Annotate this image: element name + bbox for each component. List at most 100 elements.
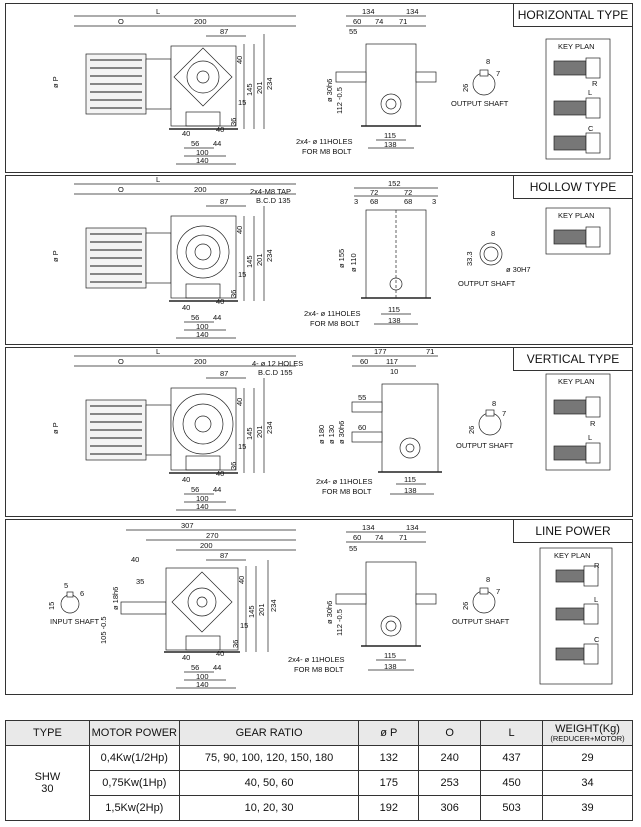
- dim-117: 117: [386, 357, 398, 366]
- dim-shaft: ø 30h6: [325, 79, 334, 102]
- dim-18h6: ø 18h6: [111, 587, 120, 610]
- key-mark-l: L: [588, 433, 592, 442]
- output-shaft-lower: [351, 431, 383, 443]
- gearbox-side: [365, 561, 417, 647]
- dim-112: 112 -0.5: [335, 87, 344, 114]
- dim-307: 307: [181, 521, 194, 530]
- key-8: 8: [492, 399, 496, 408]
- bcd-note: B.C.D 155: [258, 368, 293, 377]
- dim-234: 234: [265, 421, 274, 434]
- vertical-type-panel: VERTICAL TYPE L O 200 87 4- ø 12 HOLES B…: [5, 347, 633, 517]
- horizontal-type-panel: HORIZONTAL TYPE L O 200 87 ø P 40 145 20…: [5, 3, 633, 173]
- header-gear-ratio: GEAR RATIO: [178, 720, 360, 746]
- key-7: 7: [496, 69, 500, 78]
- gearbox-body: [170, 387, 237, 471]
- cell-ratio: 40, 50, 60: [178, 770, 360, 796]
- dim-40a: 40: [235, 56, 244, 64]
- key-plan-icon-l: [553, 442, 601, 464]
- dim-145: 145: [245, 255, 254, 268]
- dim-145: 145: [247, 605, 256, 618]
- output-shaft-right: [415, 593, 437, 605]
- dim-115: 115: [384, 651, 396, 660]
- dim-55: 55: [349, 27, 357, 36]
- dim-l: L: [156, 176, 160, 184]
- dim-71: 71: [426, 348, 434, 356]
- bcd-note: B.C.D 135: [256, 196, 291, 205]
- dim-dia-p: ø P: [51, 422, 60, 434]
- holes-note: 2x4- ø 11HOLES: [288, 655, 345, 664]
- cell-l: 450: [480, 770, 543, 796]
- bolt-note: FOR M8 BOLT: [302, 147, 352, 156]
- dim-68b: 68: [404, 197, 412, 206]
- dim-138: 138: [388, 316, 401, 325]
- dim-140: 140: [196, 680, 209, 689]
- dim-177: 177: [374, 348, 387, 356]
- dim-shaft: ø 30h6: [325, 601, 334, 624]
- dim-44: 44: [213, 485, 221, 494]
- dim-40-right: 40: [216, 649, 224, 658]
- dim-dia-p: ø P: [51, 250, 60, 262]
- dim-200: 200: [200, 541, 213, 550]
- key-plan-icon-r: [553, 396, 601, 418]
- dim-110: ø 110: [349, 253, 358, 272]
- dim-200: 200: [194, 17, 207, 26]
- dim-68a: 68: [370, 197, 378, 206]
- in-key-15: 15: [47, 602, 56, 610]
- key-8: 8: [491, 229, 495, 238]
- dim-3a: 3: [354, 197, 358, 206]
- key-plan-icon-c: [553, 132, 601, 154]
- dim-200: 200: [194, 357, 207, 366]
- dim-b40: 40: [182, 303, 190, 312]
- key-8: 8: [486, 575, 490, 584]
- output-shaft-upper: [351, 401, 383, 413]
- dim-200: 200: [194, 185, 207, 194]
- cell-power: 1,5Kw(2Hp): [88, 795, 180, 821]
- dim-40a: 40: [235, 398, 244, 406]
- output-shaft-left: [335, 593, 367, 605]
- dim-3b: 3: [432, 197, 436, 206]
- output-shaft-label: OUTPUT SHAFT: [456, 441, 514, 450]
- dim-234: 234: [265, 249, 274, 262]
- bolt-note: FOR M8 BOLT: [322, 487, 372, 496]
- dim-60b: 60: [358, 423, 366, 432]
- dim-71: 71: [399, 533, 407, 542]
- dim-74: 74: [375, 17, 383, 26]
- panel-title: HORIZONTAL TYPE: [513, 4, 632, 27]
- key-plan-title: KEY PLAN: [558, 211, 595, 220]
- dim-56: 56: [191, 663, 199, 672]
- key-mark-r: R: [594, 561, 600, 570]
- line-power-panel: LINE POWER 307 270 200 87 40 35 ø 18h6 1…: [5, 519, 633, 695]
- dim-105: 105 -0.5: [99, 616, 108, 644]
- dim-138: 138: [384, 140, 397, 149]
- dim-140: 140: [196, 156, 209, 165]
- dim-72a: 72: [370, 188, 378, 197]
- dim-134b: 134: [406, 523, 419, 532]
- header-l: L: [480, 720, 543, 746]
- dim-145: 145: [245, 83, 254, 96]
- dim-40-right: 40: [216, 297, 224, 306]
- motor-fins: [90, 59, 142, 109]
- key-plan-icon-c: [555, 643, 599, 665]
- cell-weight: 29: [542, 745, 633, 771]
- cell-weight: 39: [542, 795, 633, 821]
- bolt-note: FOR M8 BOLT: [294, 665, 344, 674]
- cell-p: 192: [358, 795, 420, 821]
- dim-40-right: 40: [216, 125, 224, 134]
- cell-power: 0,4Kw(1/2Hp): [88, 745, 180, 771]
- dim-10: 10: [390, 367, 398, 376]
- dim-201: 201: [255, 81, 264, 94]
- key-mark-l: L: [594, 595, 598, 604]
- cell-o: 240: [418, 745, 482, 771]
- holes-note: 2x4- ø 11HOLES: [296, 137, 353, 146]
- panel-title: HOLLOW TYPE: [513, 176, 632, 199]
- input-shaft-section: [60, 594, 80, 614]
- gearbox-body: [170, 215, 237, 299]
- key-plan-icon-r: [555, 565, 599, 587]
- header-o: O: [418, 720, 482, 746]
- dim-100: 100: [196, 322, 209, 331]
- dim-74: 74: [375, 533, 383, 542]
- dim-60: 60: [353, 533, 361, 542]
- header-weight: WEIGHT(Kg)(REDUCER+MOTOR): [542, 720, 633, 746]
- cell-ratio: 10, 20, 30: [178, 795, 360, 821]
- dim-55: 55: [358, 393, 366, 402]
